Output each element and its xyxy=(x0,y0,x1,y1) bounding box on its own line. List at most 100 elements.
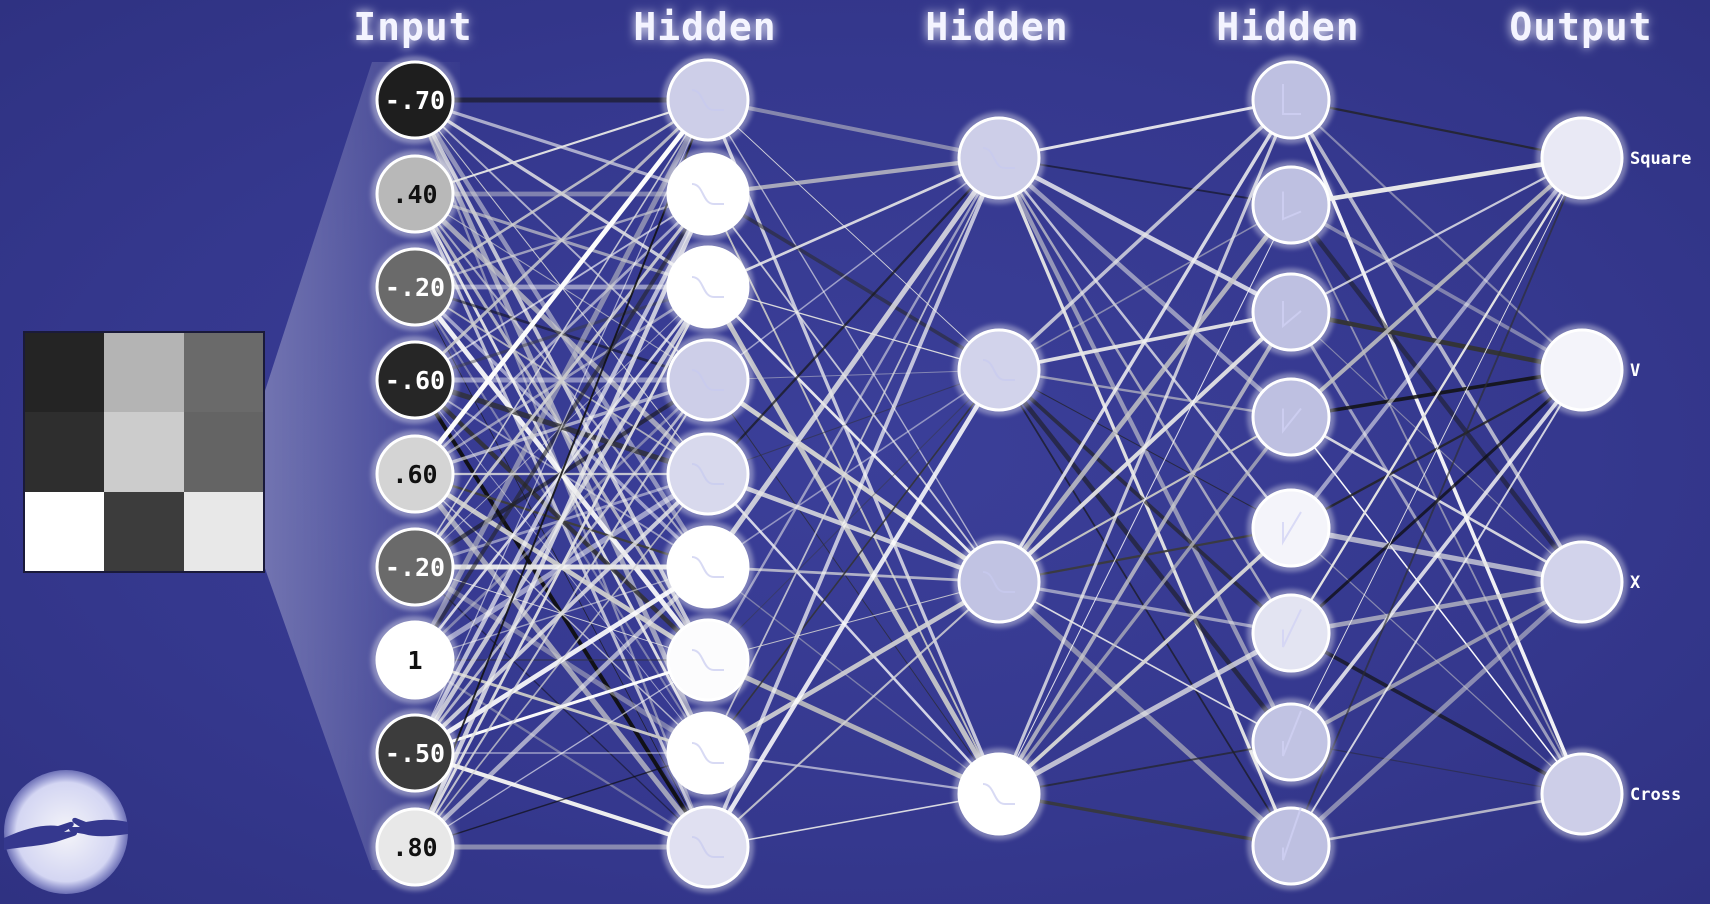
input-value: .60 xyxy=(392,460,437,489)
output-label: X xyxy=(1630,573,1641,593)
sigmoid-curve-icon xyxy=(691,369,724,391)
hidden-neuron xyxy=(662,614,754,706)
input-neuron: .80 xyxy=(371,803,459,891)
connection-edge xyxy=(706,565,1001,584)
layer-title: Hidden xyxy=(925,5,1068,49)
input-value: -.50 xyxy=(385,739,445,768)
layer-title: Input xyxy=(353,5,472,49)
connection-edge xyxy=(1288,155,1585,420)
hidden-neuron xyxy=(1247,698,1335,786)
hidden-neuron xyxy=(662,707,754,799)
grid-cell xyxy=(104,492,184,572)
sigmoid-curve-icon xyxy=(691,463,724,485)
connection-edge xyxy=(707,193,1000,583)
connection-edge xyxy=(998,157,1292,206)
input-neuron: -.50 xyxy=(371,709,459,797)
connection-edge xyxy=(998,204,1292,371)
input-value: -.70 xyxy=(385,86,445,115)
connection-edge xyxy=(707,566,1000,795)
hidden-neuron xyxy=(1247,484,1335,572)
connection-edge xyxy=(997,310,1293,796)
connection-edge xyxy=(1290,157,1583,743)
hidden-neuron xyxy=(662,428,754,520)
input-value: .80 xyxy=(392,833,437,862)
hidden-neuron xyxy=(953,324,1045,416)
connection-edge xyxy=(706,192,1001,372)
connection-edge xyxy=(706,472,1001,796)
connection-edge xyxy=(706,156,1001,289)
connection-edge xyxy=(707,369,1000,381)
connection-edge xyxy=(413,98,710,289)
connection-edge xyxy=(705,471,1002,585)
hidden-neuron xyxy=(662,54,754,146)
connection-edge xyxy=(997,792,1293,848)
connection-edge xyxy=(414,99,709,848)
connection-edge xyxy=(413,98,710,196)
connection-edge xyxy=(997,98,1293,372)
relu-curve-icon xyxy=(1282,301,1302,329)
sigmoid-curve-icon xyxy=(982,147,1015,169)
hidden-neuron xyxy=(662,148,754,240)
connection-edge xyxy=(706,156,1001,849)
sigmoid-curve-icon xyxy=(691,276,724,298)
connection-edge xyxy=(414,99,709,754)
connection-edge xyxy=(413,378,710,849)
connection-edge xyxy=(707,99,1000,583)
connection-edge xyxy=(707,379,1000,795)
sigmoid-curve-icon xyxy=(982,571,1015,593)
connection-edge xyxy=(707,369,1000,661)
connection-edge xyxy=(705,657,1002,797)
connection-edge xyxy=(1290,311,1583,583)
sigmoid-curve-icon xyxy=(691,89,724,111)
sigmoid-curve-icon xyxy=(691,556,724,578)
output-label: Square xyxy=(1630,149,1691,169)
connection-edge xyxy=(705,155,1002,570)
connection-edge xyxy=(707,99,1000,371)
sigmoid-curve-icon xyxy=(982,359,1015,381)
connection-edge xyxy=(707,369,1000,754)
hidden-neuron xyxy=(1247,268,1335,356)
grid-cell xyxy=(24,492,104,572)
connection-edge xyxy=(707,581,1000,661)
grid-cell xyxy=(24,412,104,492)
connection-edge xyxy=(997,368,1293,635)
relu-curve-icon xyxy=(1282,807,1302,861)
connection-edge xyxy=(997,98,1293,584)
connection-edge xyxy=(706,98,1001,796)
layer-title: Hidden xyxy=(1216,5,1359,49)
connection-edge xyxy=(705,579,1002,756)
connection-edge xyxy=(412,191,711,850)
connection-edge xyxy=(412,564,711,850)
relu-curve-icon xyxy=(1282,84,1301,115)
hidden-neuron xyxy=(1247,589,1335,677)
connection-edge xyxy=(1289,580,1584,744)
connection-edge xyxy=(707,369,1000,475)
connection-edge xyxy=(414,99,709,568)
output-neuron xyxy=(1536,112,1628,204)
connection-edge xyxy=(706,580,1001,849)
connection-edge xyxy=(997,526,1293,796)
connection-edge xyxy=(412,97,711,663)
connection-edge xyxy=(413,98,710,382)
sigmoid-curve-icon xyxy=(691,836,724,858)
relu-curve-icon xyxy=(1282,609,1302,648)
hidden-neuron xyxy=(662,241,754,333)
output-label: Cross xyxy=(1630,785,1681,805)
sigmoid-curve-icon xyxy=(691,183,724,205)
connection-edge xyxy=(705,284,1002,797)
sigmoid-curve-icon xyxy=(982,783,1015,805)
input-value: -.20 xyxy=(385,273,445,302)
connections xyxy=(412,97,1585,850)
output-neuron xyxy=(1536,536,1628,628)
connection-edge xyxy=(707,157,1000,381)
connection-edge xyxy=(1289,368,1584,530)
connection-edge xyxy=(412,97,711,477)
connection-edge xyxy=(707,286,1000,371)
connection-edge xyxy=(997,98,1293,796)
connection-edge xyxy=(1289,156,1584,635)
input-value: -.60 xyxy=(385,366,445,395)
layer-title: Hidden xyxy=(633,5,776,49)
hidden-neuron xyxy=(1247,161,1335,249)
